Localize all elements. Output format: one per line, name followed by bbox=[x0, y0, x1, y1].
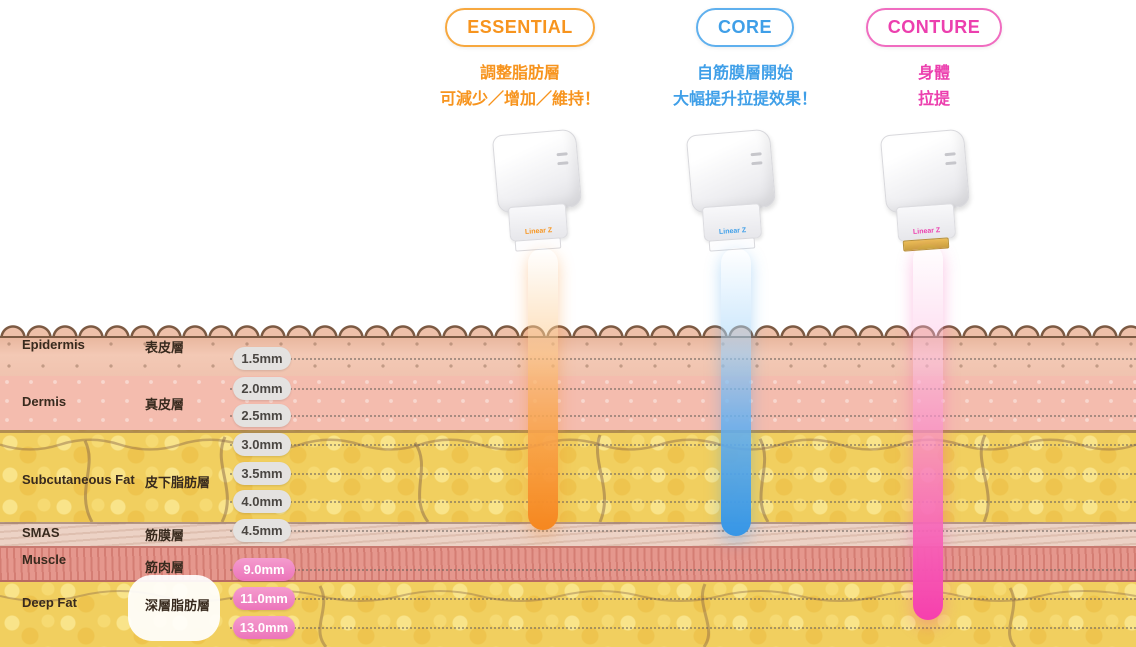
depth-pill: 4.5mm bbox=[233, 519, 291, 542]
layer-label-en-dermis: Dermis bbox=[22, 394, 67, 409]
layer-label-zh-muscle: 筋肉層 bbox=[145, 560, 185, 575]
layer-label-zh-dermis: 真皮層 bbox=[145, 397, 185, 412]
layer-label-en-smas: SMAS bbox=[22, 525, 60, 540]
device-neck: Linear Z bbox=[507, 203, 569, 242]
mode-column-essential: ESSENTIAL 調整脂肪層 可減少／增加／維持！ bbox=[400, 8, 640, 113]
layer-label-zh-deep-fat: 深層脂肪層 bbox=[145, 598, 211, 613]
device-vent-icon bbox=[751, 161, 763, 166]
depth-line-4-5mm bbox=[230, 530, 1136, 532]
layer-subcutaneous-fat bbox=[0, 430, 1136, 522]
device-neck: Linear Z bbox=[895, 203, 957, 242]
layer-smas bbox=[0, 522, 1136, 546]
device-vent-icon bbox=[556, 152, 568, 157]
device-vent-icon bbox=[557, 161, 569, 166]
depth-line-13-0mm bbox=[230, 627, 1136, 629]
beam-essential bbox=[528, 248, 558, 530]
depth-pill: 2.5mm bbox=[233, 404, 291, 427]
mode-desc-essential: 調整脂肪層 可減少／增加／維持！ bbox=[400, 61, 640, 113]
depth-pill: 9.0mm bbox=[233, 558, 295, 581]
depth-pill: 13.0mm bbox=[233, 616, 295, 639]
layer-label-zh-subcut-fat: 皮下脂肪層 bbox=[145, 475, 211, 490]
depth-line-4-0mm bbox=[230, 501, 1136, 503]
layer-epidermis bbox=[0, 336, 1136, 376]
mode-desc-line1: 調整脂肪層 bbox=[479, 65, 560, 82]
mode-badge-conture: CONTURE bbox=[865, 8, 1003, 47]
layer-label-en-subcut-fat: Subcutaneous Fat bbox=[22, 472, 135, 487]
mode-desc-line1: 自筋膜層開始 bbox=[696, 65, 793, 82]
depth-pill: 2.0mm bbox=[233, 377, 291, 400]
fat-septa-lines bbox=[0, 434, 1136, 522]
depth-line-11-0mm bbox=[230, 598, 1136, 600]
layer-label-en-deep-fat: Deep Fat bbox=[22, 595, 77, 610]
device-vent-icon bbox=[945, 161, 957, 166]
mode-desc-line2: 拉提 bbox=[917, 91, 950, 108]
mode-desc-line1: 身體 bbox=[917, 65, 950, 82]
device-body bbox=[685, 128, 777, 214]
beam-core bbox=[721, 248, 751, 536]
mode-desc-line2: 可減少／增加／維持！ bbox=[439, 91, 600, 108]
device-body bbox=[491, 128, 583, 214]
mode-badge-essential: ESSENTIAL bbox=[445, 8, 595, 47]
device-body bbox=[879, 128, 971, 214]
depth-line-1-5mm bbox=[230, 358, 1136, 360]
device-handpiece-essential: Linear Z bbox=[491, 128, 583, 254]
device-label: Linear Z bbox=[718, 227, 747, 236]
device-vent-icon bbox=[750, 152, 762, 157]
layer-label-zh-smas: 筋膜層 bbox=[145, 528, 185, 543]
beam-conture bbox=[913, 244, 943, 620]
mode-column-conture: CONTURE 身體 拉提 bbox=[814, 8, 1054, 113]
device-label: Linear Z bbox=[524, 227, 553, 236]
depth-pill: 4.0mm bbox=[233, 490, 291, 513]
depth-line-3-5mm bbox=[230, 473, 1136, 475]
depth-pill: 1.5mm bbox=[233, 347, 291, 370]
deep-fat-label-highlight bbox=[128, 575, 220, 641]
mode-column-core: CORE 自筋膜層開始 大幅提升拉提效果！ bbox=[625, 8, 865, 113]
depth-line-2-0mm bbox=[230, 388, 1136, 390]
mode-desc-core: 自筋膜層開始 大幅提升拉提效果！ bbox=[625, 61, 865, 113]
depth-pill: 3.0mm bbox=[233, 433, 291, 456]
layer-label-en-muscle: Muscle bbox=[22, 552, 67, 567]
depth-line-3-0mm bbox=[230, 444, 1136, 446]
mode-badge-core: CORE bbox=[695, 8, 794, 47]
mode-desc-conture: 身體 拉提 bbox=[814, 61, 1054, 113]
depth-pill: 11.0mm bbox=[233, 587, 295, 610]
device-label: Linear Z bbox=[912, 227, 941, 236]
mode-desc-line2: 大幅提升拉提效果！ bbox=[672, 91, 817, 108]
device-neck: Linear Z bbox=[701, 203, 763, 242]
device-vent-icon bbox=[944, 152, 956, 157]
skin-surface-scallop bbox=[0, 318, 1136, 338]
depth-line-2-5mm bbox=[230, 415, 1136, 417]
device-handpiece-core: Linear Z bbox=[685, 128, 777, 254]
layer-dermis bbox=[0, 376, 1136, 430]
depth-line-9-0mm bbox=[230, 569, 1136, 571]
layer-label-zh-epidermis: 表皮層 bbox=[145, 340, 185, 355]
depth-pill: 3.5mm bbox=[233, 462, 291, 485]
device-handpiece-conture: Linear Z bbox=[879, 128, 971, 254]
layer-label-en-epidermis: Epidermis bbox=[22, 337, 85, 352]
